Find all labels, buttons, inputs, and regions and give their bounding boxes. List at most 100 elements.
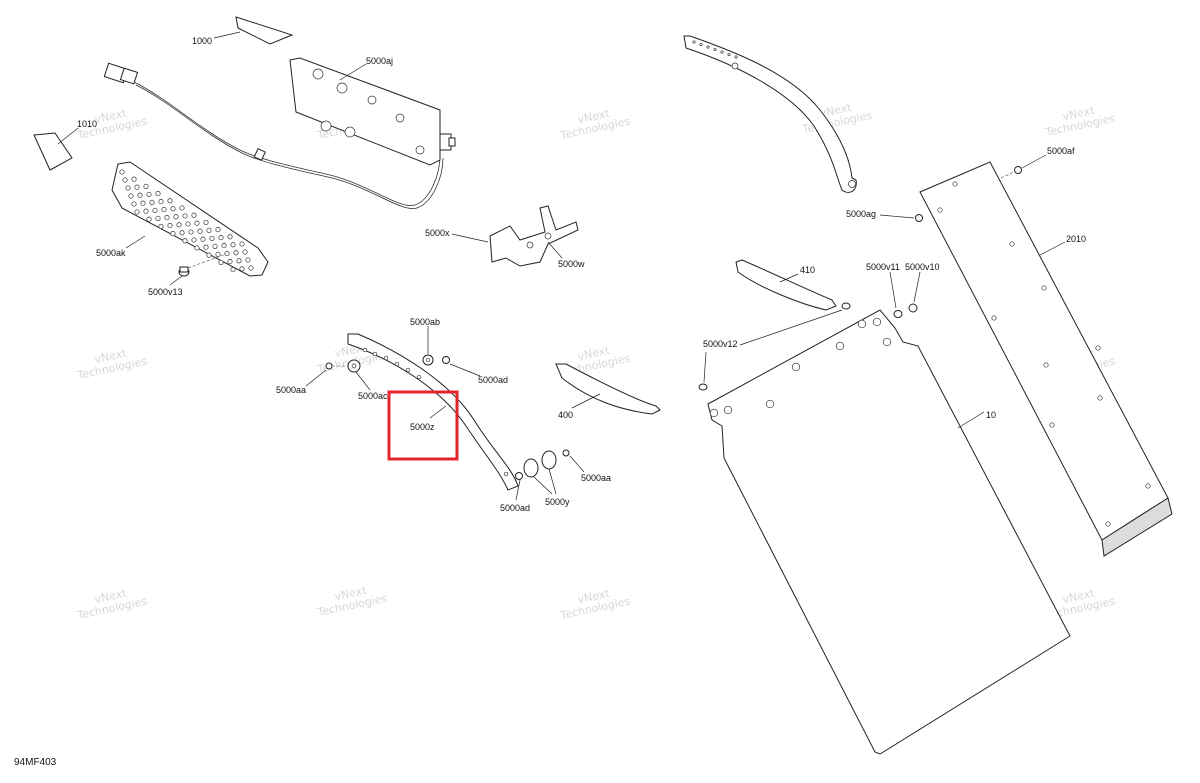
label-5000v11: 5000v11: [866, 262, 900, 272]
grip-hole: [155, 215, 161, 221]
part-5000v12-fasteners[interactable]: 5000v12: [698, 302, 851, 391]
grip-hole: [179, 205, 185, 211]
strap-holes: [692, 40, 738, 59]
panel-hole: [1097, 395, 1103, 401]
mud-flap-holes: [709, 317, 892, 418]
grip-hole: [185, 221, 191, 227]
grip-hole: [167, 223, 173, 229]
grip-hole: [221, 243, 227, 249]
part-5000ad-top-nut[interactable]: 5000ad: [442, 356, 509, 386]
strap-hole: [727, 52, 731, 57]
label-5000v10: 5000v10: [905, 262, 940, 272]
grip-hole: [131, 176, 137, 182]
grip-hole: [122, 177, 128, 183]
part-5000y-washers[interactable]: 5000y: [523, 450, 570, 507]
grip-hole: [194, 245, 200, 251]
grip-hole: [170, 206, 176, 212]
part-5000ag-nut[interactable]: 5000ag: [846, 209, 923, 222]
upper-curved-strap[interactable]: [683, 35, 857, 193]
label-2010: 2010: [1066, 234, 1086, 244]
part-5000x-5000w-clip[interactable]: 5000x 5000w: [425, 205, 585, 269]
label-5000aj: 5000aj: [366, 56, 393, 66]
diagram-code: 94MF403: [14, 757, 57, 768]
wiring-harness[interactable]: [103, 62, 456, 210]
grip-hole: [128, 193, 134, 199]
grip-hole: [218, 235, 224, 241]
grip-hole: [239, 266, 245, 272]
grip-hole: [236, 258, 242, 264]
part-410-trim[interactable]: 410: [735, 259, 837, 311]
panel-hole: [937, 207, 943, 213]
part-400-trim[interactable]: 400: [555, 363, 661, 420]
part-2010-side-panel[interactable]: 2010: [919, 161, 1173, 557]
label-5000ad-bottom: 5000ad: [500, 503, 530, 513]
flap-hole: [857, 319, 867, 329]
panel-hole: [952, 181, 958, 187]
grip-hole: [164, 215, 170, 221]
label-1000: 1000: [192, 36, 212, 46]
grip-hole: [203, 219, 209, 225]
part-5000v13-fastener[interactable]: 5000v13: [148, 266, 190, 297]
part-5000af-nut[interactable]: 5000af: [991, 146, 1075, 183]
part-1000-decal[interactable]: 1000: [192, 16, 294, 46]
label-5000aa-left: 5000aa: [276, 385, 306, 395]
grip-hole: [137, 192, 143, 198]
panel-hole: [991, 315, 997, 321]
grip-hole: [209, 235, 215, 241]
part-5000aa-right-screw[interactable]: 5000aa: [562, 449, 611, 483]
panel-hole: [1009, 241, 1015, 247]
grip-hole: [143, 208, 149, 214]
grip-hole: [197, 228, 203, 234]
grip-hole: [176, 222, 182, 228]
label-10: 10: [986, 410, 996, 420]
grip-hole: [143, 183, 149, 189]
grip-plate-holes: [119, 169, 254, 273]
grip-hole: [158, 199, 164, 205]
grip-hole: [212, 243, 218, 249]
grip-hole: [245, 257, 251, 263]
strap-hole: [720, 50, 724, 54]
label-5000z: 5000z: [410, 422, 435, 432]
grip-hole: [215, 227, 221, 233]
grip-hole: [224, 251, 230, 257]
grip-hole: [230, 242, 236, 248]
part-5000ab-washer[interactable]: 5000ab: [410, 317, 440, 366]
strap-hole: [713, 47, 717, 52]
flap-hole: [872, 317, 882, 327]
grip-hole: [146, 191, 152, 197]
part-5000ad-bottom-nut[interactable]: 5000ad: [500, 472, 530, 514]
part-5000ac-washer[interactable]: 5000ac: [347, 359, 388, 401]
grip-hole: [134, 184, 140, 190]
label-5000ac: 5000ac: [358, 391, 388, 401]
part-10-mud-flap[interactable]: 10: [707, 309, 1071, 755]
panel-hole: [1105, 521, 1111, 527]
grip-hole: [248, 265, 254, 271]
grip-hole: [230, 267, 236, 273]
flap-hole: [882, 337, 892, 347]
grip-hole: [179, 230, 185, 236]
grip-hole: [167, 198, 173, 204]
panel-hole: [1095, 345, 1101, 351]
grip-hole: [194, 220, 200, 226]
flap-hole: [765, 399, 775, 409]
label-5000ab: 5000ab: [410, 317, 440, 327]
flap-hole: [791, 362, 801, 372]
side-panel-holes: [937, 181, 1151, 527]
part-1010-decal[interactable]: 1010: [33, 119, 97, 171]
flap-hole: [709, 408, 719, 418]
part-5000v10-fastener[interactable]: 5000v10: [905, 262, 940, 313]
part-5000ak-grip-plate[interactable]: 5000ak: [96, 161, 269, 277]
grip-hole: [152, 207, 158, 213]
grip-hole: [125, 185, 131, 191]
label-5000ak: 5000ak: [96, 248, 126, 258]
grip-hole: [239, 241, 245, 247]
grip-hole: [227, 234, 233, 240]
part-5000v11-fastener[interactable]: 5000v11: [866, 262, 903, 318]
label-5000v12: 5000v12: [703, 339, 738, 349]
part-5000aj-bracket[interactable]: 5000aj: [289, 56, 441, 166]
grip-hole: [170, 231, 176, 237]
part-5000z-curved-strip[interactable]: 5000z: [347, 333, 519, 491]
panel-hole: [1043, 362, 1049, 368]
